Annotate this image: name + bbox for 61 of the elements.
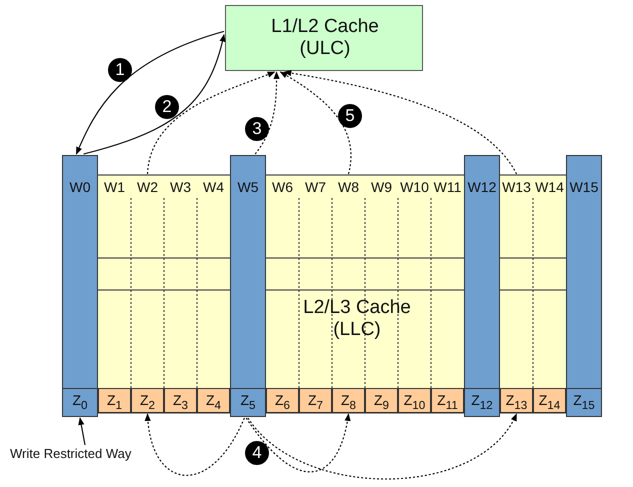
way-label: W8 — [337, 179, 360, 195]
dotted-arrow — [280, 72, 352, 174]
zone-label: Z$_{12}$ — [470, 392, 494, 412]
dotted-arrow — [254, 71, 280, 154]
cache-label: L1/L2 Cache (ULC) — [270, 16, 380, 60]
zone-cell — [197, 388, 230, 413]
zone-cell — [299, 388, 332, 413]
zone-cell — [332, 388, 365, 413]
zone-cell — [365, 388, 398, 413]
zone-cell — [98, 388, 131, 413]
zone-label: Z$_{5}$ — [239, 392, 257, 412]
dotted-arrow — [246, 413, 350, 472]
zone-cell — [431, 388, 464, 413]
zone-label: Z$_{3}$ — [172, 392, 190, 412]
zone-label: Z$_{11}$ — [436, 392, 459, 412]
way-label: W7 — [304, 179, 327, 195]
zone-label: Z$_{7}$ — [306, 392, 324, 412]
zone-label: Z$_{8}$ — [340, 392, 358, 412]
note-text: Write Restricted Way — [10, 446, 132, 461]
dotted-arrow — [145, 413, 245, 476]
way-label: W2 — [136, 179, 159, 195]
way-label: W9 — [370, 179, 393, 195]
zone-cell — [131, 388, 164, 413]
zone-label: Z$_{14}$ — [538, 392, 562, 412]
dotted-arrow — [248, 413, 517, 480]
way-label: W3 — [169, 179, 192, 195]
way-label: W12 — [466, 179, 498, 195]
dotted-arrow — [146, 71, 276, 174]
zone-label: Z$_{1}$ — [106, 392, 124, 412]
way-label: W14 — [534, 179, 565, 195]
callout-number: 1 — [108, 58, 132, 82]
way-label: W10 — [399, 179, 430, 195]
zone-label: Z$_{15}$ — [572, 392, 596, 412]
zone-label: Z$_{0}$ — [71, 392, 89, 412]
zone-label: Z$_{2}$ — [138, 392, 156, 412]
callout-number: 3 — [245, 117, 269, 141]
zone-label: Z$_{13}$ — [504, 392, 528, 412]
cache-label: L2/L3 Cache (LLC) — [302, 297, 412, 341]
zone-label: Z$_{6}$ — [274, 392, 292, 412]
way-label: W11 — [432, 179, 462, 195]
cache-box — [225, 5, 423, 71]
way-label: W1 — [103, 179, 126, 195]
arrow — [78, 417, 86, 446]
callout-number: 4 — [245, 441, 269, 465]
way-label: W4 — [202, 179, 225, 195]
zone-cell — [266, 388, 299, 413]
zone-cell — [398, 388, 431, 413]
way-label: W13 — [501, 179, 532, 195]
callout-number: 2 — [155, 95, 179, 119]
dotted-arrow — [284, 70, 517, 174]
zone-label: Z$_{10}$ — [402, 392, 426, 412]
way-label: W15 — [568, 179, 600, 195]
way-label: W5 — [236, 179, 260, 195]
zone-label: Z$_{9}$ — [372, 392, 390, 412]
zone-label: Z$_{4}$ — [204, 392, 222, 412]
way-label: W6 — [271, 179, 294, 195]
way-label: W0 — [68, 179, 92, 195]
callout-number: 5 — [338, 104, 362, 128]
zone-cell — [500, 388, 533, 413]
zone-cell — [164, 388, 197, 413]
zone-cell — [533, 388, 566, 413]
